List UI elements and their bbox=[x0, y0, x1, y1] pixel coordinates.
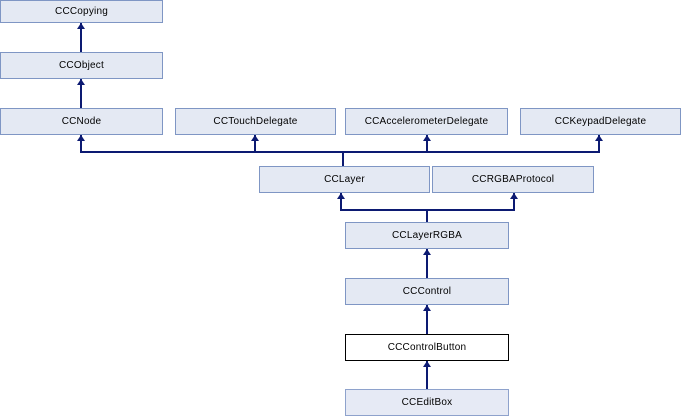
node-cclayerrgba[interactable]: CCLayerRGBA bbox=[345, 222, 509, 249]
node-cckeypaddelegate[interactable]: CCKeypadDelegate bbox=[520, 108, 681, 135]
node-label: CCNode bbox=[61, 115, 102, 127]
node-label: CCEditBox bbox=[401, 396, 453, 408]
edge-cceditbox-to-cccontrolbutton bbox=[426, 361, 428, 389]
edge-ccobject-to-cccopying bbox=[80, 23, 82, 52]
node-ccobject[interactable]: CCObject bbox=[0, 52, 163, 79]
node-label: CCKeypadDelegate bbox=[554, 115, 647, 127]
arrowhead-cccontrolbutton bbox=[423, 361, 431, 367]
node-label: CCCopying bbox=[55, 5, 108, 17]
node-label: CCControlButton bbox=[387, 341, 467, 353]
arrowhead-cclayerrgba bbox=[423, 249, 431, 255]
node-label: CCAccelerometerDelegate bbox=[364, 115, 489, 127]
arrowhead-ccrgbaprotocol bbox=[510, 193, 518, 199]
edge-cclayer-to-ccnode bbox=[80, 135, 82, 152]
node-ccnode[interactable]: CCNode bbox=[0, 108, 163, 135]
node-cctouchdelegate[interactable]: CCTouchDelegate bbox=[175, 108, 336, 135]
node-label: CCTouchDelegate bbox=[213, 115, 298, 127]
node-label: CCLayerRGBA bbox=[392, 229, 462, 241]
node-label: CCControl bbox=[402, 285, 452, 297]
arrowhead-ccnode bbox=[77, 135, 85, 141]
arrowhead-cctouchdelegate bbox=[251, 135, 259, 141]
node-label: CCObject bbox=[59, 59, 104, 71]
edge-bus-cclayer-parents bbox=[80, 151, 600, 153]
edge-cclayerrgba-to-cclayer bbox=[340, 193, 342, 210]
arrowhead-cccopying bbox=[77, 23, 85, 29]
node-label: CCLayer bbox=[324, 173, 365, 185]
edge-drop-into-cclayer bbox=[342, 151, 344, 166]
arrowhead-ccobject bbox=[77, 79, 85, 85]
edge-cclayer-to-cckeypaddelegate bbox=[598, 135, 600, 152]
edge-ccnode-to-ccobject bbox=[80, 79, 82, 108]
arrowhead-cclayer bbox=[337, 193, 345, 199]
arrowhead-cckeypaddelegate bbox=[595, 135, 603, 141]
node-ccrgbaprotocol[interactable]: CCRGBAProtocol bbox=[432, 166, 594, 193]
node-label: CCRGBAProtocol bbox=[471, 173, 555, 185]
node-cceditbox[interactable]: CCEditBox bbox=[345, 389, 509, 416]
arrowhead-ccaccelerometerdelegate bbox=[423, 135, 431, 141]
edge-cccontrol-to-cclayerrgba bbox=[426, 249, 428, 278]
edge-cccontrolbutton-to-cccontrol bbox=[426, 305, 428, 334]
arrowhead-cccontrol bbox=[423, 305, 431, 311]
node-cccontrolbutton[interactable]: CCControlButton bbox=[345, 334, 509, 361]
edge-cclayer-to-ccaccelerometerdelegate bbox=[426, 135, 428, 152]
node-cclayer[interactable]: CCLayer bbox=[259, 166, 430, 193]
edge-cclayerrgba-to-ccrgbaprotocol bbox=[513, 193, 515, 210]
node-ccaccelerometerdelegate[interactable]: CCAccelerometerDelegate bbox=[345, 108, 508, 135]
node-cccopying[interactable]: CCCopying bbox=[0, 0, 163, 23]
edge-drop-into-cclayerrgba bbox=[426, 209, 428, 222]
node-cccontrol[interactable]: CCControl bbox=[345, 278, 509, 305]
edge-cclayer-to-cctouchdelegate bbox=[254, 135, 256, 152]
